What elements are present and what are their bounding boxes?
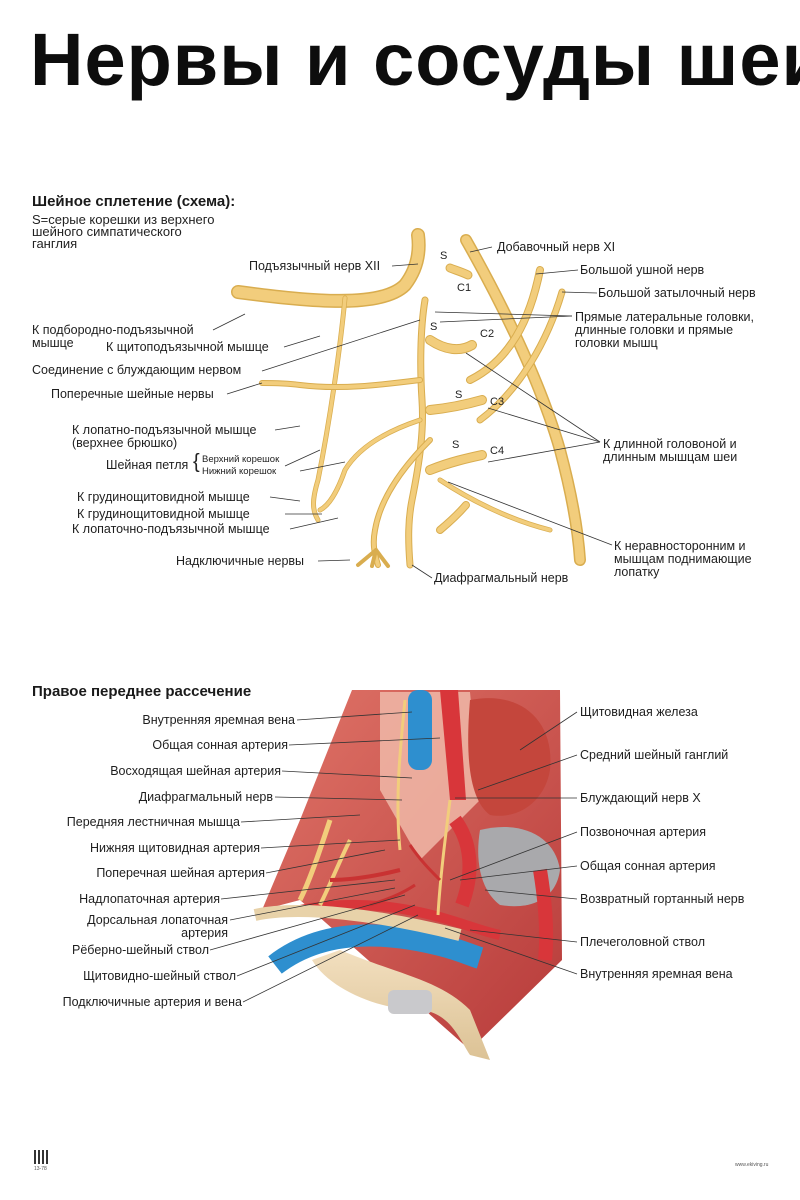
label-vertebral-artery: Позвоночная артерия — [580, 825, 707, 839]
label-rectus: Прямые латеральные головки, длинные голо… — [575, 311, 754, 350]
subclavian-vein — [268, 924, 484, 974]
label-subclavian-artery-vein: Подключичные артерия и вена — [62, 995, 242, 1009]
label-inferior-thyroid-artery: Нижняя щитовидная артерия — [90, 841, 260, 855]
label-middle-cervical-ganglion: Средний шейный ганглий — [580, 748, 729, 762]
label-supraclavicular: Надключичные нервы — [176, 554, 305, 568]
label-transverse-cervical-artery: Поперечная шейная артерия — [96, 866, 265, 880]
s-marker: S — [440, 250, 447, 262]
label-common-carotid-artery: Общая сонная артерия — [152, 738, 288, 752]
plexus-note-line: ганглия — [32, 236, 78, 251]
label-great-auricular: Большой ушной нерв — [580, 263, 705, 277]
label-internal-jugular-right: Внутренняя яремная вена — [580, 967, 733, 981]
label-line: головки мышц — [575, 336, 658, 350]
label-omohyoid-superior: К лопатно-подъязычной мышце (верхнее брю… — [72, 424, 257, 450]
dissection-leaders-left — [209, 711, 441, 1003]
label-common-carotid-right: Общая сонная артерия — [580, 859, 716, 873]
common-carotid — [440, 690, 466, 800]
label-anterior-scalene: Передняя лестничная мышца — [66, 815, 240, 829]
footer-site: www.ekiving.ru — [735, 1162, 769, 1168]
dissection-leaders-right — [444, 711, 578, 975]
label-lower-root: Нижний корешок — [202, 466, 277, 477]
label-sternothyroid: К грудинощитовидной мышце — [77, 507, 250, 521]
label-line: К лопатно-подъязычной мышце — [72, 423, 257, 437]
dissection-heading: Правое переднее рассечение — [32, 683, 252, 700]
label-sternohyoid: К грудинощитовидной мышце — [77, 490, 250, 504]
s-marker: S — [455, 389, 462, 401]
label-line: К длинной головоной и — [603, 437, 737, 451]
ansa-brace: { — [193, 451, 200, 473]
c4-marker: C4 — [490, 445, 504, 457]
page-title: Нервы и сосуды шеи — [30, 18, 800, 101]
label-vagus-nerve: Блуждающий нерв X — [580, 791, 701, 805]
label-ansa-cervicalis: Шейная петля — [106, 458, 189, 472]
label-thyroid-gland: Щитовидная железа — [580, 705, 698, 719]
label-line: артерия — [181, 926, 228, 940]
label-line: К неравносторонним и — [614, 539, 746, 553]
supraclavicular-nerves — [356, 548, 390, 568]
plexus-note: S=серые корешки из верхнего шейного симп… — [32, 212, 215, 251]
label-geniohyoid: К подбородно-подъязычной мышце — [32, 324, 194, 350]
label-line: мышце — [32, 336, 74, 350]
internal-jugular-vein — [408, 690, 432, 770]
label-hypoglossal: Подъязычный нерв XII — [249, 259, 381, 273]
label-suprascapular-artery: Надлопаточная артерия — [79, 892, 220, 906]
c1-marker: C1 — [457, 282, 471, 294]
plexus-note-line: шейного симпатического — [32, 224, 182, 239]
label-scalene: К неравносторонним и мышцам поднимающие … — [614, 540, 752, 579]
label-line: (верхнее брюшко) — [72, 436, 178, 450]
label-dorsal-scapular-artery: Дорсальная лопаточная артерия — [30, 914, 228, 940]
label-brachiocephalic-trunk: Плечеголовной ствол — [580, 935, 706, 949]
label-accessory: Добавочный нерв XI — [497, 240, 616, 254]
label-vagus-connection: Соединение с блуждающим нервом — [32, 363, 242, 377]
label-line: К подбородно-подъязычной — [32, 323, 194, 337]
plexus-leaders — [212, 246, 613, 579]
label-recurrent-laryngeal: Возвратный гортанный нерв — [580, 892, 745, 906]
label-line: длинным мышцам шеи — [603, 450, 738, 464]
label-upper-root: Верхний корешок — [202, 454, 280, 465]
label-line: мышцам поднимающие — [614, 552, 752, 566]
label-costocervical-trunk: Рёберно-шейный ствол — [72, 943, 209, 957]
subclavian-artery — [299, 899, 502, 940]
label-lesser-occipital: Большой затылочный нерв — [598, 286, 756, 300]
label-transverse-cervical: Поперечные шейные нервы — [51, 387, 214, 401]
label-phrenic-nerve: Диафрагмальный нерв — [138, 790, 273, 804]
label-phrenic: Диафрагмальный нерв — [434, 571, 569, 585]
c3-marker: C3 — [490, 396, 504, 408]
footer-code: 13-78 — [34, 1166, 47, 1172]
label-thyrohyoid: К щитоподъязычной мышце — [106, 340, 269, 354]
label-line: длинные головки и прямые — [575, 323, 734, 337]
plexus-note-line: S=серые корешки из верхнего — [32, 212, 215, 227]
qr-code-icon — [34, 1150, 48, 1164]
plexus-heading: Шейное сплетение (схема): — [32, 193, 236, 210]
label-internal-jugular-vein: Внутренняя яремная вена — [142, 713, 295, 727]
label-line: Прямые латеральные головки, — [575, 310, 755, 324]
phrenic-nerve — [396, 699, 407, 851]
label-line: лопатку — [614, 565, 660, 579]
label-longus: К длинной головоной и длинным мышцам шеи — [603, 438, 737, 464]
s-marker: S — [452, 439, 459, 451]
label-omohyoid-inferior: К лопаточно-подъязычной мышце — [72, 522, 270, 536]
label-ascending-cervical-artery: Восходящая шейная артерия — [110, 764, 281, 778]
label-thyrocervical-trunk: Щитовидно-шейный ствол — [83, 969, 236, 983]
label-line: Дорсальная лопаточная — [87, 913, 228, 927]
c2-marker: C2 — [480, 328, 494, 340]
s-marker: S — [430, 321, 437, 333]
